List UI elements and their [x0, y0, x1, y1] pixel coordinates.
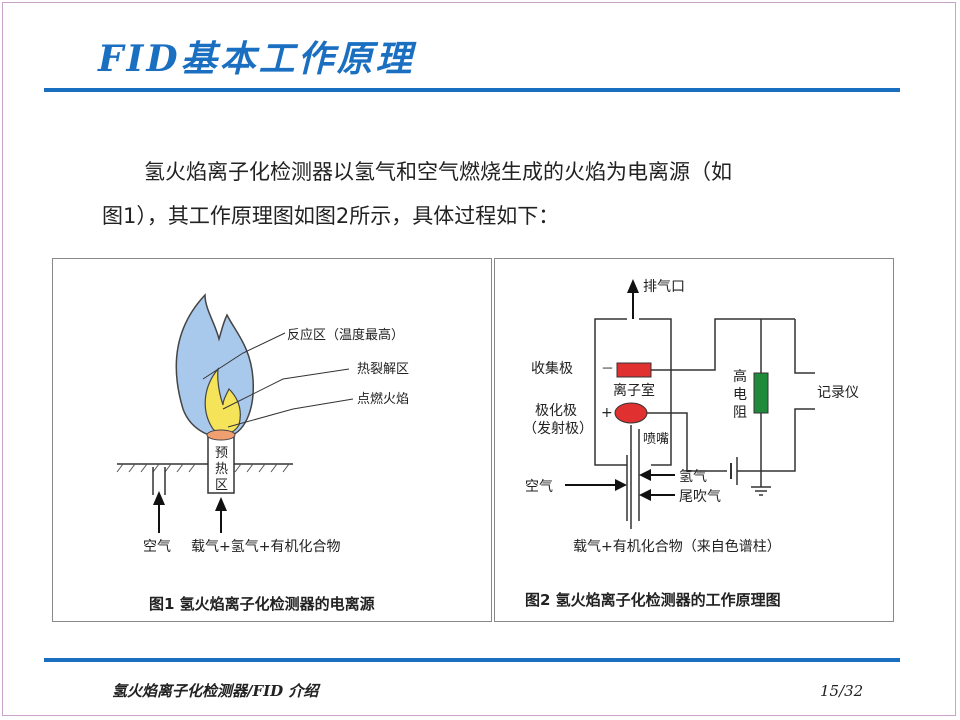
paragraph-line-1: 氢火焰离子化检测器以氢气和空气燃烧生成的火焰为电离源（如 [144, 160, 732, 184]
intro-paragraph: 氢火焰离子化检测器以氢气和空气燃烧生成的火焰为电离源（如 图1），其工作原理图如… [102, 150, 842, 238]
label-cracking-zone: 热裂解区 [357, 362, 409, 377]
label-ignition-flame: 点燃火焰 [357, 391, 409, 407]
chamber-left-wall [594, 318, 627, 466]
figure-2-panel: 排气口 收集极 － [494, 258, 894, 622]
label-recorder: 记录仪 [817, 385, 859, 401]
label-polarizer: 极化极 [535, 403, 577, 419]
label-preheat-1: 预 [215, 446, 228, 461]
label-nozzle: 喷嘴 [643, 432, 669, 447]
flame-diagram: 反应区（温度最高） 热裂解区 点燃火焰 预 热 区 空气 载气+氢气+有机化合物… [116, 293, 409, 613]
label-carrier: 载气+有机化合物（来自色谱柱） [573, 538, 781, 555]
label-emitter: （发射极） [523, 421, 593, 437]
nozzle-tube [207, 436, 235, 494]
hydrogen-arrow-head [639, 469, 651, 481]
wire-recorder-top [794, 319, 815, 374]
air-arrow-head [153, 491, 165, 505]
polarizer-electrode [614, 402, 648, 424]
tail-arrow-head [639, 489, 651, 501]
footer-title: 氢火焰离子化检测器/FID 介绍 [112, 682, 319, 700]
label-tail-gas: 尾吹气 [679, 489, 721, 505]
label-air: 空气 [525, 479, 553, 495]
wire-recorder-bottom [761, 408, 815, 472]
collector-electrode [616, 362, 652, 378]
label-high-r-2: 电 [733, 387, 747, 403]
leader-ignition [227, 398, 354, 428]
high-resistor [753, 372, 769, 414]
label-preheat-2: 热 [215, 462, 228, 477]
label-hydrogen: 氢气 [679, 469, 707, 485]
air-arrow-head [615, 479, 627, 491]
label-ion-chamber: 离子室 [613, 382, 655, 399]
label-high-r-3: 阻 [733, 405, 747, 421]
slide-title: FID基本工作原理 [98, 38, 415, 80]
flame-inner [204, 367, 241, 435]
label-carrier: 载气+氢气+有机化合物 [191, 539, 340, 555]
label-exhaust: 排气口 [643, 279, 685, 295]
figure-1-caption: 图1 氢火焰离子化检测器的电离源 [149, 595, 375, 613]
label-minus: － [601, 362, 614, 377]
label-collector: 收集极 [531, 360, 573, 377]
flame-core [206, 429, 236, 441]
figure-1-panel: 反应区（温度最高） 热裂解区 点燃火焰 预 热 区 空气 载气+氢气+有机化合物… [52, 258, 492, 622]
label-high-r-1: 高 [733, 368, 747, 385]
wire-collector [651, 318, 795, 371]
label-preheat-3: 区 [215, 478, 228, 493]
figure-2-caption: 图2 氢火焰离子化检测器的工作原理图 [525, 591, 781, 609]
label-reaction-zone: 反应区（温度最高） [287, 327, 404, 343]
label-air: 空气 [143, 539, 171, 555]
paragraph-line-2: 图1），其工作原理图如图2所示，具体过程如下： [102, 204, 560, 228]
leader-reaction [202, 332, 286, 380]
label-plus: + [601, 405, 613, 421]
footer-rule [44, 658, 900, 662]
carrier-arrow-head [215, 497, 227, 511]
ground-hatch [116, 463, 290, 473]
leader-cracking [222, 368, 350, 410]
page-number: 15/32 [820, 682, 864, 700]
wire-polarizer [647, 412, 727, 472]
exhaust-arrow-head [627, 279, 639, 293]
fid-schematic: 排气口 收集极 － [523, 279, 859, 609]
chamber-right-wall [639, 318, 672, 466]
wire-ground [737, 470, 762, 487]
title-rule [44, 88, 900, 92]
